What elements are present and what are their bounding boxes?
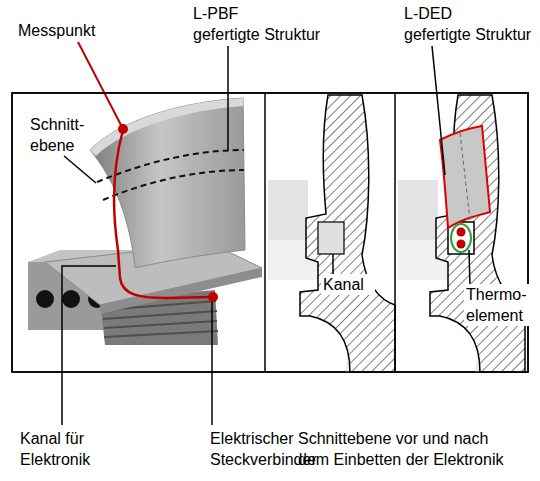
- measuring-point: [118, 124, 128, 134]
- blade-photo: [28, 98, 262, 345]
- leader-line: [469, 250, 470, 286]
- leader-line: [227, 46, 229, 150]
- thermocouple-ring: [451, 224, 471, 252]
- callout-label: Schnittebene vor und nach dem Einbetten …: [298, 428, 513, 470]
- leader-line: [62, 266, 116, 425]
- callout-label: Schnitt- ebene: [30, 114, 92, 156]
- root-hole: [62, 290, 80, 308]
- callout-label: Messpunkt: [18, 20, 138, 41]
- leader-line: [332, 254, 334, 274]
- thermocouple-wire: [457, 228, 466, 237]
- section-before: [268, 95, 395, 372]
- platform-edge: [100, 268, 262, 314]
- background-shade: [268, 180, 308, 240]
- callout-label: L-PBF gefertigte Struktur: [193, 3, 333, 45]
- hatched-section: [430, 95, 525, 372]
- connector-point: [208, 292, 218, 302]
- callout-label: Thermo- element: [464, 284, 536, 326]
- channel: [318, 222, 344, 254]
- callout-label: Kanal: [321, 274, 375, 295]
- callout-label: L-DED gefertigte Struktur: [404, 3, 539, 45]
- blade-tip: [90, 98, 243, 156]
- section-line: [97, 150, 244, 182]
- section-line: [103, 170, 244, 200]
- background-shade: [398, 180, 438, 240]
- panel-frame: [12, 93, 528, 372]
- channel: [448, 222, 474, 254]
- ded-seam: [460, 133, 470, 220]
- leader-line: [211, 302, 213, 425]
- panel-divider: [264, 93, 266, 372]
- leader-line: [432, 46, 445, 175]
- thermocouple-wire: [457, 240, 466, 249]
- leader-line: [78, 42, 122, 127]
- panel-frame: [12, 93, 528, 372]
- panel-divider: [394, 93, 396, 372]
- blade-airfoil: [90, 98, 245, 268]
- root-hole: [36, 290, 54, 308]
- section-after: [398, 95, 525, 372]
- ded-structure: [440, 126, 490, 228]
- hatched-section: [300, 95, 395, 372]
- electronics-channel: [114, 130, 212, 298]
- callout-label: Kanal für Elektronik: [20, 428, 130, 470]
- leader-line: [64, 156, 96, 183]
